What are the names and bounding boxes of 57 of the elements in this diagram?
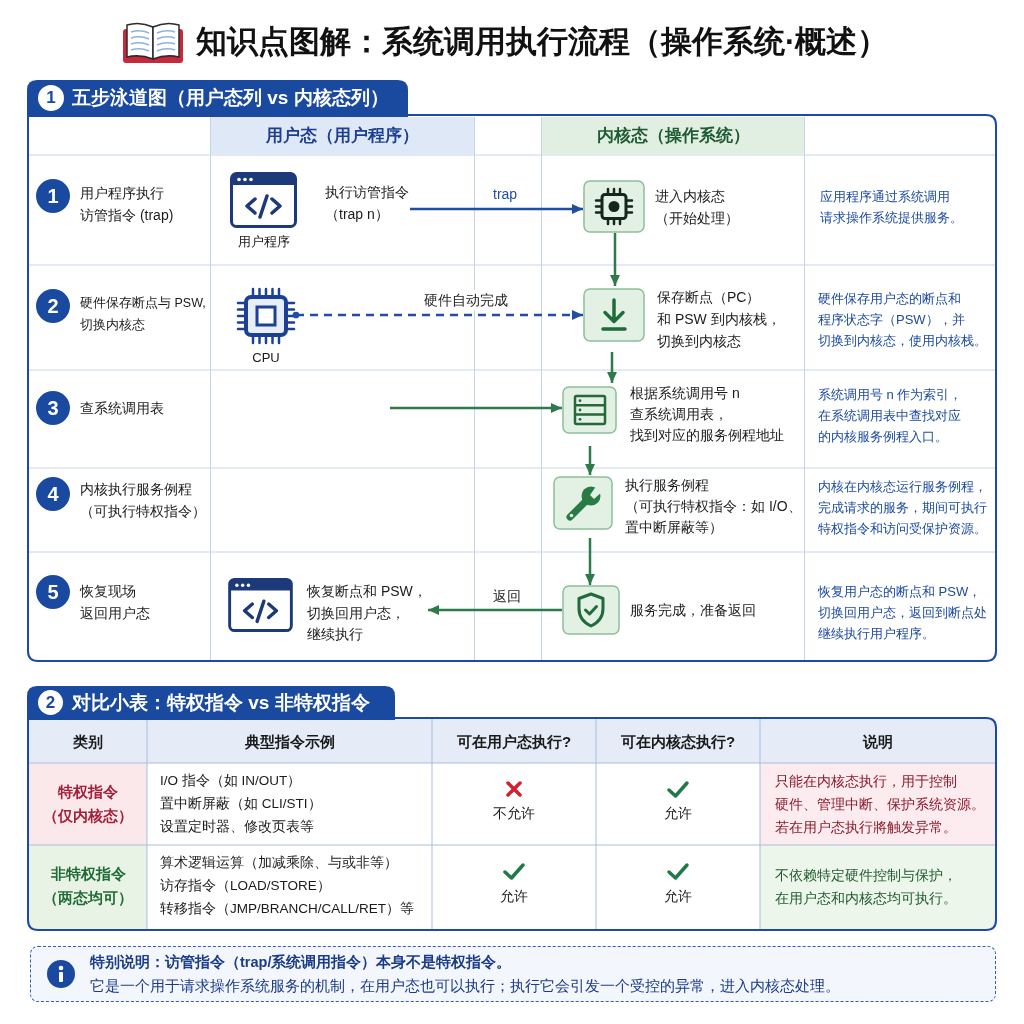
column-header: 可在内核态执行?: [620, 731, 736, 752]
example-text: 置中断屏蔽（如 CLI/STI）: [160, 795, 323, 813]
column-header: 说明: [862, 731, 894, 752]
status-text: 允许: [499, 887, 529, 906]
comparison-panel: [27, 686, 997, 931]
arrow: [585, 538, 595, 585]
step-title: 用户程序执行访管指令 (trap): [80, 184, 175, 225]
title: 知识点图解：系统调用执行流程（操作系统·概述）: [196, 23, 890, 61]
explanation-text: 只能在内核态执行，用于控制硬件、管理中断、保护系统资源。若在用户态执行將触发异常。: [775, 772, 986, 837]
arrow: [390, 403, 562, 413]
arrow: [585, 446, 595, 475]
example-text: 设置定时器、修改页表等: [160, 818, 315, 836]
step-description: 执行服务例程（可执行特权指令：如 I/O、置中断屏蔽等）: [625, 476, 803, 537]
step-description: 进入内核态（开始处理）: [655, 187, 740, 228]
swimlane-lane: [541, 117, 805, 660]
step-description: 执行访管指令（trap n）: [325, 183, 410, 224]
step-title: 内核执行服务例程（可执行特权指令）: [80, 480, 207, 521]
explanation-text: 恢复用户态的断点和 PSW，切换回用户态，返回到断点处继续执行用户程序。: [818, 583, 988, 643]
explanation-text: 系统调用号 n 作为索引，在系统调用表中查找对应的内核服务例程入口。: [818, 386, 964, 446]
column-header: 可在用户态执行?: [456, 731, 572, 752]
icon-caption: 用户程序: [237, 233, 290, 251]
swimlane-panel: [27, 80, 997, 662]
step-title: 恢复现场返回用户态: [80, 582, 151, 623]
section-heading: 对比小表：特权指令 vs 非特权指令: [72, 690, 371, 715]
arrow: [610, 233, 620, 286]
note-text: 特别说明：访管指令（trap/系统调用指令）本身不是特权指令。: [90, 953, 513, 972]
step-description: 保存断点（PC）和 PSW 到内核栈，切换到内核态: [657, 288, 782, 351]
arrow: [410, 204, 583, 214]
step-description: 服务完成，准备返回: [630, 601, 757, 620]
explanation-text: 不依赖特定硬件控制与保护，在用户态和内核态均可执行。: [775, 866, 958, 908]
arrow: [428, 605, 562, 615]
lane-header: 用户态（用户程序）: [265, 125, 420, 147]
example-text: I/O 指令（如 IN/OUT）: [160, 772, 303, 790]
note-text: 它是一个用于请求操作系统服务的机制，在用户态也可以执行；执行它会引发一个受控的异常，进入内核态处理。: [90, 977, 841, 996]
column-header: 典型指令示例: [244, 731, 335, 752]
example-text: 算术逻辑运算（加减乘除、与或非等）: [160, 854, 399, 872]
note-box: [30, 946, 996, 1002]
arrow: [607, 352, 617, 383]
explanation-text: 硬件保存用户态的断点和程序状态字（PSW），并切换到内核态，使用内核栈。: [818, 290, 988, 350]
example-text: 转移指令（JMP/BRANCH/CALL/RET）等: [160, 900, 416, 918]
icon-caption: CPU: [251, 349, 281, 367]
step-description: 恢复断点和 PSW，切换回用户态，继续执行: [307, 582, 428, 644]
status-text: 不允许: [492, 804, 536, 823]
category-label: 特权指令（仅内核态）: [42, 782, 134, 826]
step-title: 查系统调用表: [80, 399, 165, 418]
column-header: 类别: [72, 731, 104, 752]
explanation-text: 应用程序通过系统调用请求操作系统提供服务。: [820, 188, 964, 227]
step-title: 硬件保存断点与 PSW,切换内核态: [80, 295, 207, 334]
step-description: 根据系统调用号 n查系统调用表，找到对应的服务例程地址: [630, 384, 785, 445]
dashed-arrow: [292, 310, 583, 320]
lane-header: 内核态（操作系统）: [596, 125, 750, 147]
status-text: 允许: [663, 804, 693, 823]
category-label: 非特权指令（两态均可）: [42, 864, 134, 908]
status-text: 允许: [663, 887, 693, 906]
section-heading: 五步泳道图（用户态列 vs 内核态列）: [72, 86, 390, 110]
explanation-text: 内核在内核态运行服务例程，完成请求的服务，期间可执行特权指令和访问受保护资源。: [818, 478, 988, 538]
example-text: 访存指令（LOAD/STORE）: [160, 877, 332, 895]
